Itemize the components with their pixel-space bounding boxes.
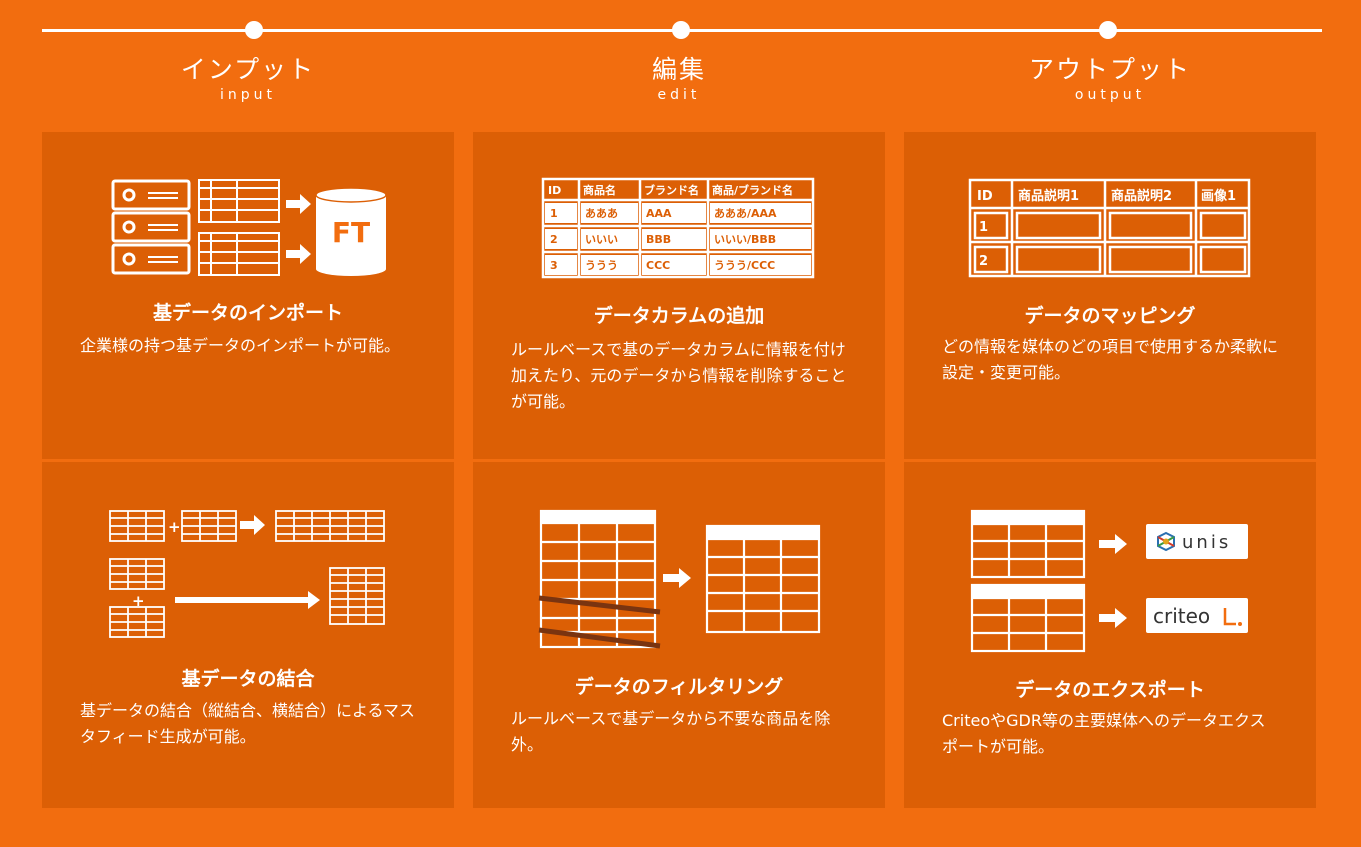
column-title: アウトプット — [1028, 55, 1191, 84]
table-cell: ううう/CCC — [714, 259, 775, 272]
card-title: データのエクスポート — [1015, 679, 1205, 701]
table-cell: いいい/BBB — [714, 233, 776, 246]
card-mapping: ID 商品説明1 商品説明2 画像1 1 2 データのマッピング どの情報を媒体… — [904, 132, 1316, 459]
timeline-dot-input — [245, 21, 263, 39]
column-heading-output: アウトプット output — [904, 55, 1316, 103]
arrow-right-icon — [663, 568, 691, 588]
criteo-logo-text: criteo — [1153, 604, 1210, 628]
card-description: どの情報を媒体のどの項目で使用するか柔軟に設定・変更可能。 — [942, 337, 1279, 382]
database-logo-text: FT — [332, 216, 370, 249]
card-description: 企業様の持つ基データのインポートが可能。 — [80, 336, 401, 355]
column-subtitle: output — [1074, 87, 1146, 103]
column-heading-edit: 編集 edit — [473, 55, 885, 103]
filter-illustration — [538, 509, 821, 649]
table-cell: CCC — [646, 259, 670, 272]
arrow-right-icon — [1099, 534, 1127, 554]
table-header: 商品説明1 — [1018, 188, 1079, 204]
card-add-column: ID 商品名 ブランド名 商品/ブランド名 1 あああ AAA あああ/AAA … — [473, 132, 885, 459]
small-table-icons — [109, 510, 385, 638]
mapping-table-illustration: ID 商品説明1 商品説明2 画像1 1 2 — [968, 178, 1251, 278]
card-description: ルールベースで基のデータカラムに情報を付け加えたり、元のデータから情報を削除する… — [511, 340, 847, 411]
card-title: 基データのインポート — [152, 302, 343, 324]
table-cell: あああ — [585, 207, 618, 220]
timeline-dot-edit — [672, 21, 690, 39]
timeline-line — [42, 21, 1322, 39]
criteo-logo-mark — [1223, 608, 1242, 626]
merge-illustration: + + — [109, 510, 385, 638]
table-header: 商品説明2 — [1111, 188, 1172, 204]
unis-logo-text: unis — [1182, 532, 1231, 553]
timeline-dot-output — [1099, 21, 1117, 39]
export-illustration — [970, 509, 1127, 653]
arrow-right-icon — [286, 194, 311, 264]
card-merge: + + 基データの結合 基データの結合（縦結合、横結合）によるマスタフィード生成… — [42, 462, 454, 808]
server-dots — [148, 192, 178, 263]
card-import: FT 基データのインポート 企業様の持つ基データのインポートが可能。 — [42, 132, 454, 459]
table-header: 商品名 — [583, 183, 616, 197]
card-title: 基データの結合 — [181, 668, 315, 690]
unis-logo-icon — [1157, 531, 1175, 552]
plus-icon: + — [168, 518, 181, 536]
table-cell: BBB — [646, 233, 671, 246]
unis-logo: unis — [1146, 524, 1248, 559]
card-filter: データのフィルタリング ルールベースで基データから不要な商品を除外。 — [473, 462, 885, 808]
table-header: ID — [548, 184, 561, 197]
plus-icon: + — [132, 592, 145, 610]
card-description: ルールベースで基データから不要な商品を除外。 — [511, 709, 831, 754]
table-header: ブランド名 — [644, 183, 699, 197]
table-cell: 2 — [979, 254, 988, 269]
table-header: 商品/ブランド名 — [712, 183, 793, 197]
card-title: データのマッピング — [1024, 305, 1196, 327]
table-cell: 2 — [550, 233, 558, 246]
arrow-right-icon — [1099, 608, 1127, 628]
column-subtitle: edit — [657, 87, 701, 103]
strike-lines — [538, 595, 661, 649]
card-description: CriteoやGDR等の主要媒体へのデータエクスポートが可能。 — [942, 711, 1266, 756]
criteo-logo: criteo — [1146, 598, 1248, 633]
database-icon: FT — [315, 187, 387, 276]
table-cell: AAA — [646, 207, 672, 220]
table-cell: あああ/AAA — [714, 207, 777, 220]
import-illustration: FT — [111, 179, 387, 276]
card-title: データのフィルタリング — [574, 676, 784, 698]
arrow-right-icon — [175, 515, 320, 609]
column-subtitle: input — [219, 87, 276, 103]
table-cell: 1 — [979, 220, 988, 235]
table-cell: ううう — [585, 259, 618, 272]
edit-table-illustration: ID 商品名 ブランド名 商品/ブランド名 1 あああ AAA あああ/AAA … — [541, 177, 815, 279]
card-export: unis criteo データのエクスポート CriteoやGDR等の主要媒体へ… — [904, 462, 1316, 808]
column-title: インプット — [180, 55, 316, 84]
table-cell: 1 — [550, 207, 558, 220]
table-header: ID — [977, 189, 993, 204]
card-description: 基データの結合（縦結合、横結合）によるマスタフィード生成が可能。 — [80, 701, 415, 746]
table-header: 画像1 — [1201, 188, 1236, 204]
table-cell: 3 — [550, 259, 558, 272]
column-title: 編集 — [651, 55, 706, 84]
column-heading-input: インプット input — [42, 55, 454, 103]
table-cell: いいい — [585, 233, 618, 246]
card-title: データカラムの追加 — [593, 305, 765, 327]
